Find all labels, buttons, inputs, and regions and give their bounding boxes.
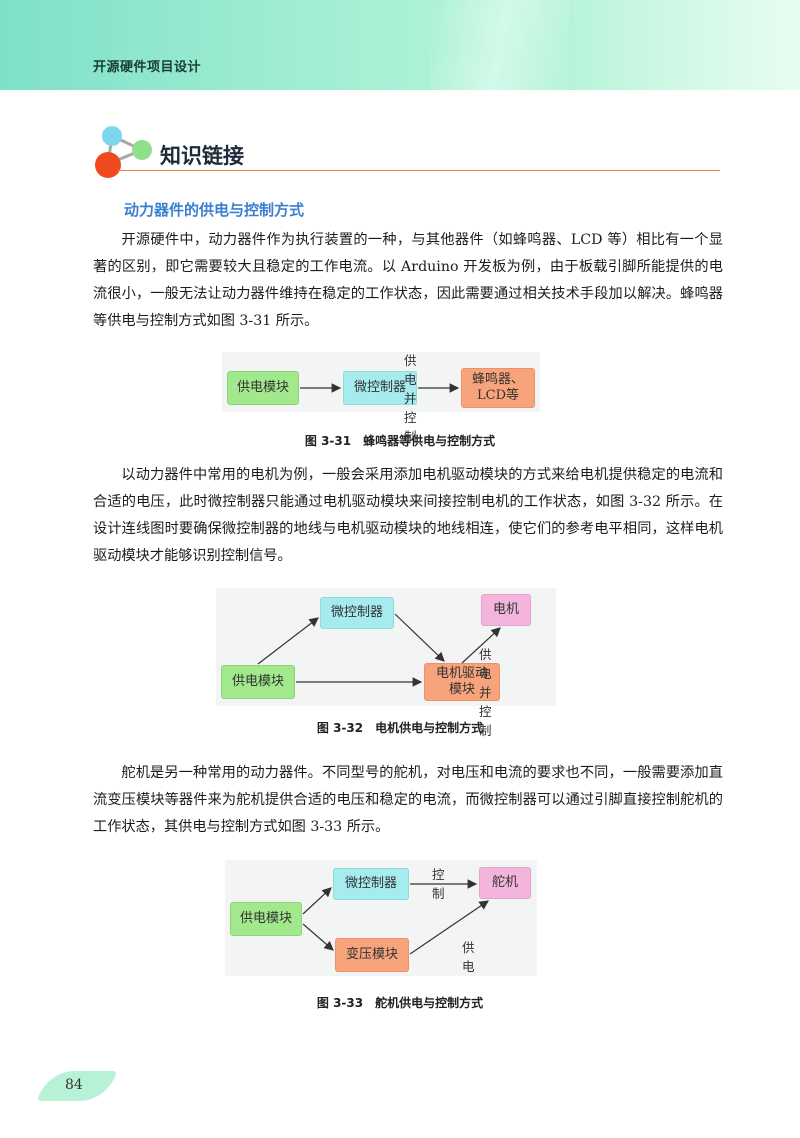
node-motor-driver: 电机驱动 模块: [424, 663, 500, 701]
paragraph-2: 以动力器件中常用的电机为例，一般会采用添加电机驱动模块的方式来给电机提供稳定的电…: [93, 467, 723, 564]
header-band: [0, 0, 800, 90]
header-sheen: [570, 0, 800, 90]
sub-heading: 动力器件的供电与控制方式: [124, 201, 305, 219]
figure-caption-3-32: 图 3-32 电机供电与控制方式: [316, 721, 484, 735]
node-transformer-module: 变压模块: [335, 938, 409, 972]
edge-label-power-control: 供电并控制: [479, 647, 492, 738]
page-number: 84: [65, 1077, 83, 1093]
paragraph-1: 开源硬件中，动力器件作为执行装置的一种，与其他器件（如蜂鸣器、LCD 等）相比有…: [93, 232, 723, 329]
node-power-module: 供电模块: [227, 371, 299, 405]
node-power-module: 供电模块: [221, 665, 295, 699]
molecule-dots-icon: [95, 126, 152, 178]
figure-caption-3-31: 图 3-31 蜂鸣器等供电与控制方式: [304, 434, 496, 448]
edge-label-control: 控制: [432, 867, 445, 901]
section-heading: 知识链接: [160, 144, 244, 168]
node-motor: 电机: [481, 594, 531, 626]
node-power-module: 供电模块: [230, 902, 302, 936]
node-microcontroller: 微控制器: [320, 597, 394, 629]
figure-caption-3-33: 图 3-33 舵机供电与控制方式: [316, 996, 484, 1010]
node-buzzer-lcd: 蜂鸣器、 LCD等: [461, 368, 535, 408]
edge-label-power: 供电: [462, 940, 475, 974]
paragraph-3: 舵机是另一种常用的动力器件。不同型号的舵机，对电压和电流的要求也不同，一般需要添…: [93, 765, 723, 835]
heading-rule: [118, 170, 720, 171]
book-title: 开源硬件项目设计: [93, 60, 202, 75]
node-microcontroller: 微控制器: [333, 868, 409, 900]
edge-label-power-control: 供电并控制: [404, 353, 417, 444]
header-streak: [430, 0, 570, 90]
node-servo: 舵机: [479, 867, 531, 899]
node-microcontroller: 微控制器: [343, 371, 417, 405]
